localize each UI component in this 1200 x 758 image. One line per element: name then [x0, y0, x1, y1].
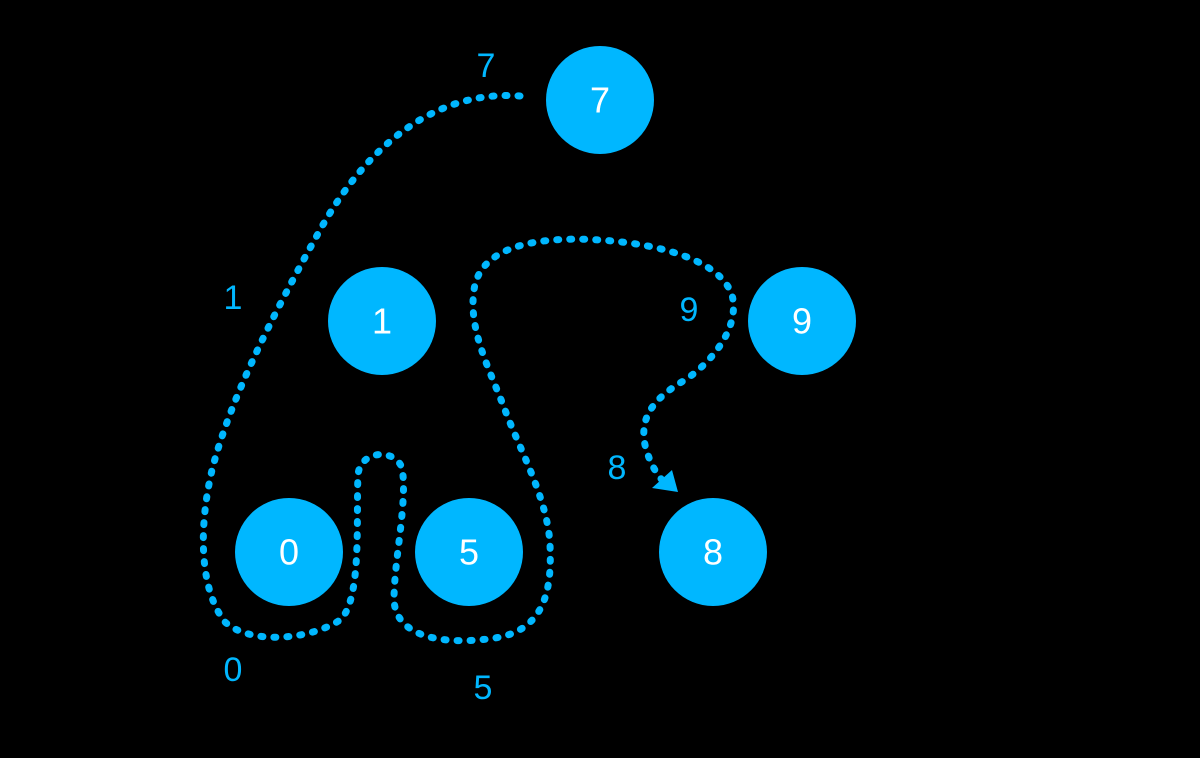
node-label: 7	[590, 80, 610, 121]
node-circle	[235, 498, 343, 606]
tree-node-9: 9	[748, 267, 856, 375]
traversal-label: 1	[224, 279, 243, 317]
node-label: 8	[703, 532, 723, 573]
traversal-label: 7	[477, 47, 496, 85]
node-label: 0	[279, 532, 299, 573]
node-circle	[415, 498, 523, 606]
node-label: 5	[459, 532, 479, 573]
traversal-path	[199, 92, 737, 645]
tree-node-1: 1	[328, 267, 436, 375]
traversal-label: 5	[474, 669, 493, 707]
traversal-label: 9	[680, 291, 699, 329]
node-circle	[748, 267, 856, 375]
tree-node-7: 7	[546, 46, 654, 154]
node-label: 1	[372, 301, 392, 342]
tree-node-0: 0	[235, 498, 343, 606]
node-label: 9	[792, 301, 812, 342]
tree-node-8: 8	[659, 498, 767, 606]
traversal-label: 0	[224, 651, 243, 689]
node-circle	[546, 46, 654, 154]
traversal-arrowhead	[652, 470, 678, 492]
tree-node-5: 5	[415, 498, 523, 606]
traversal-label: 8	[608, 449, 627, 487]
node-circle	[659, 498, 767, 606]
node-circle	[328, 267, 436, 375]
